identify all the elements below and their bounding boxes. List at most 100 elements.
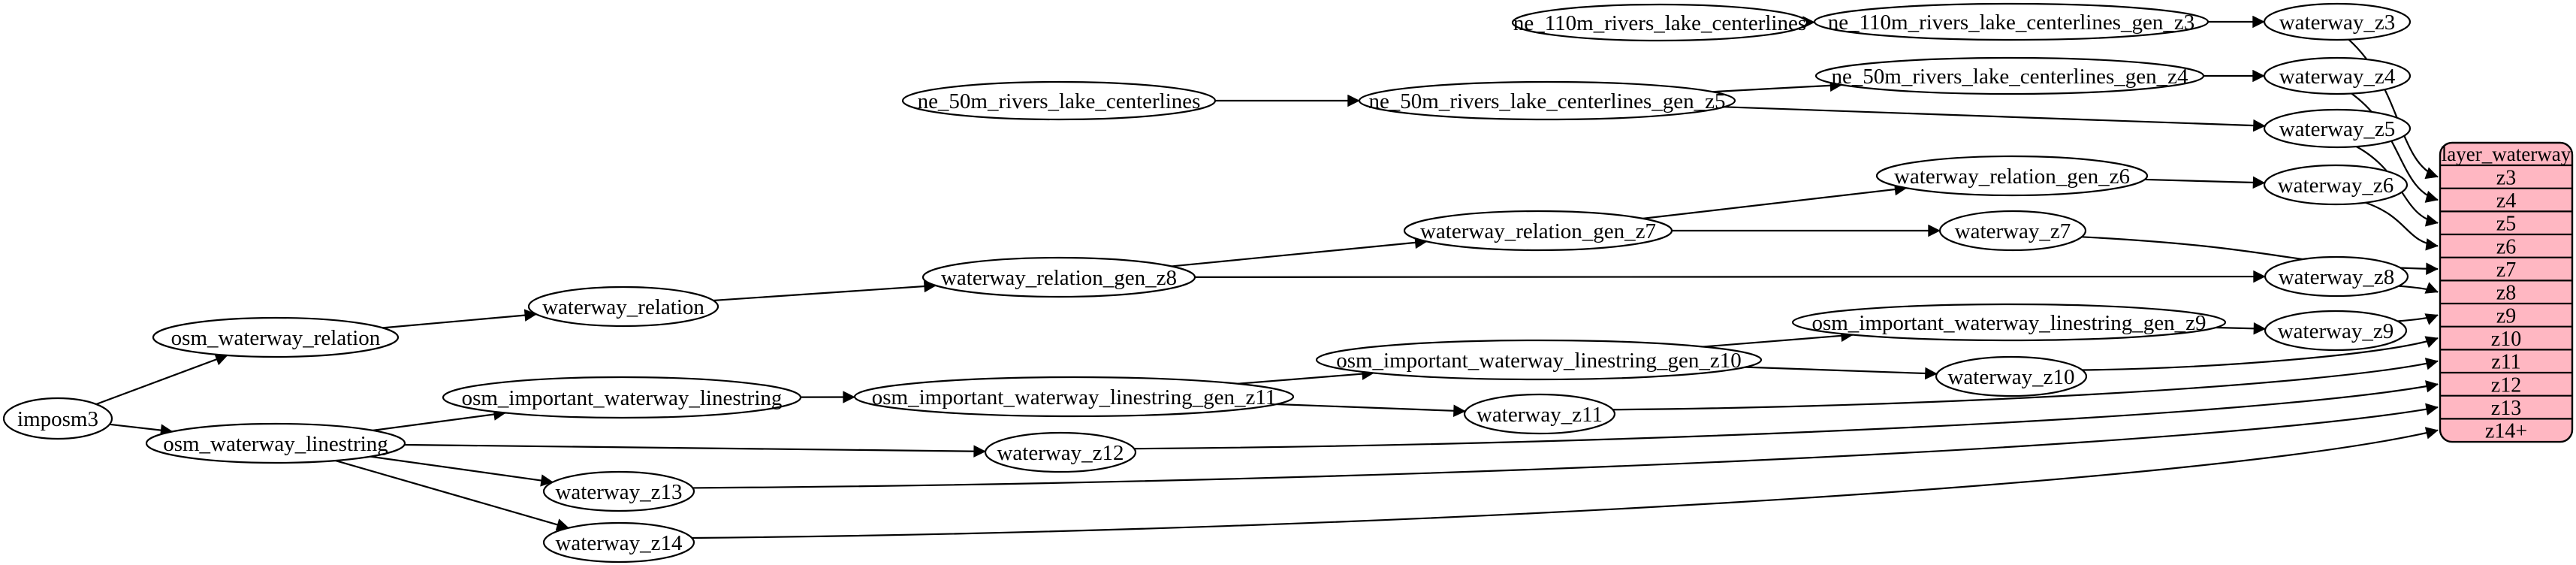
table-title: layer_waterway bbox=[2442, 143, 2571, 165]
table-row-z12: z12 bbox=[2491, 373, 2521, 397]
edge-osm_important_waterway_linestring_gen_z11-to-osm_important_waterway_linestring_gen_z10 bbox=[1238, 367, 1374, 385]
layer-waterway-table bbox=[2439, 141, 2574, 443]
edge-waterway_z11-to-row-z11 bbox=[1612, 358, 2439, 411]
edge-waterway_relation_gen_z6-to-waterway_z6 bbox=[2144, 176, 2266, 189]
edge-waterway_z4-to-row-z4 bbox=[2351, 92, 2439, 203]
table-layer: layer_waterwayz3z4z5z6z7z8z9z10z11z12z13… bbox=[2439, 141, 2574, 443]
waterway_relation_gen_z7-ellipse bbox=[1403, 210, 1673, 252]
table-row-z5: z5 bbox=[2496, 213, 2516, 236]
osm_important_waterway_linestring-ellipse bbox=[442, 376, 802, 419]
node-waterway_z11: waterway_z11 bbox=[1463, 393, 1616, 435]
nodes-layer: imposm3 osm_waterway_relation osm_waterway… bbox=[2, 2, 2412, 563]
node-waterway_z10: waterway_z10 bbox=[1935, 355, 2088, 397]
node-osm_important_waterway_linestring: osm_important_waterway_linestring bbox=[442, 376, 802, 419]
node-label-waterway_z8: waterway_z8 bbox=[2279, 265, 2395, 289]
waterway_z8-ellipse bbox=[2264, 255, 2409, 298]
osm_important_waterway_linestring_gen_z9-ellipse bbox=[1791, 303, 2227, 342]
table-row-z3: z3 bbox=[2496, 166, 2516, 189]
edge-waterway_z8-to-row-z8 bbox=[2398, 282, 2439, 294]
edge-waterway_z6-to-row-z6 bbox=[2365, 201, 2439, 251]
edge-waterway_relation_gen_z8-to-waterway_relation_gen_z7 bbox=[1171, 236, 1428, 267]
node-osm_important_waterway_linestring_gen_z9: osm_important_waterway_linestring_gen_z9 bbox=[1791, 303, 2227, 342]
node-label-waterway_z7: waterway_z7 bbox=[1955, 219, 2071, 243]
node-label-waterway_z12: waterway_z12 bbox=[997, 441, 1124, 465]
node-label-waterway_z4: waterway_z4 bbox=[2279, 65, 2396, 89]
osm_waterway_linestring-ellipse bbox=[145, 422, 406, 464]
edge-ne_50m_rivers_lake_centerlines_gen_z5-to-waterway_z5 bbox=[1724, 106, 2266, 132]
node-label-waterway_relation_gen_z8: waterway_relation_gen_z8 bbox=[941, 266, 1177, 290]
table-row-z14+: z14+ bbox=[2485, 420, 2527, 443]
waterway_relation_gen_z6-ellipse bbox=[1875, 155, 2149, 197]
table-row-z4: z4 bbox=[2496, 189, 2516, 213]
osm_important_waterway_linestring_gen_z10-ellipse bbox=[1315, 339, 1763, 381]
node-waterway_relation_gen_z8: waterway_relation_gen_z8 bbox=[922, 256, 1196, 298]
osm_waterway_relation-ellipse bbox=[152, 316, 400, 358]
node-waterway_relation_gen_z7: waterway_relation_gen_z7 bbox=[1403, 210, 1673, 252]
imposm3-ellipse bbox=[2, 397, 113, 440]
table-row-z11: z11 bbox=[2491, 351, 2520, 374]
node-waterway_z8: waterway_z8 bbox=[2264, 255, 2409, 298]
node-imposm3: imposm3 bbox=[2, 397, 113, 440]
waterway_z10-ellipse bbox=[1935, 355, 2088, 397]
edge-waterway_relation_gen_z7-to-waterway_relation_gen_z6 bbox=[1642, 183, 1908, 219]
edge-osm_waterway_linestring-to-waterway_z12 bbox=[404, 443, 986, 458]
table-row-z9: z9 bbox=[2496, 304, 2516, 328]
table-row-z6: z6 bbox=[2496, 235, 2516, 258]
node-label-osm_waterway_linestring: osm_waterway_linestring bbox=[163, 432, 388, 456]
node-ne_50m_rivers_lake_centerlines_gen_z4: ne_50m_rivers_lake_centerlines_gen_z4 bbox=[1814, 56, 2205, 95]
node-label-osm_waterway_relation: osm_waterway_relation bbox=[171, 326, 381, 350]
node-label-waterway_z11: waterway_z11 bbox=[1477, 403, 1603, 427]
node-label-waterway_z5: waterway_z5 bbox=[2279, 117, 2396, 141]
node-label-waterway_relation_gen_z6: waterway_relation_gen_z6 bbox=[1894, 165, 2130, 189]
waterway_z6-ellipse bbox=[2263, 164, 2409, 206]
node-label-osm_important_waterway_linestring_gen_z9: osm_important_waterway_linestring_gen_z9 bbox=[1811, 311, 2206, 335]
node-waterway_z9: waterway_z9 bbox=[2264, 310, 2408, 352]
node-label-osm_important_waterway_linestring_gen_z11: osm_important_waterway_linestring_gen_z1… bbox=[872, 385, 1277, 409]
edge-osm_important_waterway_linestring_gen_z11-to-waterway_z11 bbox=[1276, 403, 1466, 417]
node-waterway_z3: waterway_z3 bbox=[2263, 2, 2412, 41]
node-label-osm_important_waterway_linestring_gen_z10: osm_important_waterway_linestring_gen_z1… bbox=[1336, 349, 1742, 373]
node-label-waterway_z14: waterway_z14 bbox=[555, 531, 683, 555]
edge-osm_waterway_linestring-to-waterway_z14 bbox=[335, 459, 569, 531]
node-osm_waterway_linestring: osm_waterway_linestring bbox=[145, 422, 406, 464]
table-row-z13: z13 bbox=[2491, 397, 2521, 420]
node-waterway_z12: waterway_z12 bbox=[984, 431, 1137, 473]
node-waterway_relation: waterway_relation bbox=[527, 286, 719, 328]
node-ne_110m_rivers_lake_centerlines: ne_110m_rivers_lake_centerlines bbox=[1511, 3, 1808, 42]
osm_important_waterway_linestring_gen_z11-ellipse bbox=[853, 376, 1295, 418]
waterway_z12-ellipse bbox=[984, 431, 1137, 473]
table-row-z8: z8 bbox=[2496, 282, 2516, 305]
edges-layer bbox=[95, 15, 2439, 539]
node-label-waterway_relation_gen_z7: waterway_relation_gen_z7 bbox=[1420, 219, 1656, 243]
edge-waterway_relation-to-waterway_relation_gen_z8 bbox=[713, 279, 937, 302]
edge-ne_50m_rivers_lake_centerlines_gen_z5-to-ne_50m_rivers_lake_centerlines_gen_z4 bbox=[1712, 79, 1843, 93]
node-waterway_z7: waterway_z7 bbox=[1938, 210, 2087, 252]
node-label-waterway_z3: waterway_z3 bbox=[2279, 11, 2396, 35]
node-osm_waterway_relation: osm_waterway_relation bbox=[152, 316, 400, 358]
edge-imposm3-to-osm_waterway_linestring bbox=[109, 423, 173, 437]
waterway_z4-ellipse bbox=[2263, 56, 2412, 95]
node-label-waterway_z6: waterway_z6 bbox=[2278, 174, 2394, 198]
edge-osm_important_waterway_linestring_gen_z10-to-waterway_z10 bbox=[1745, 366, 1938, 380]
waterway_relation-ellipse bbox=[527, 286, 719, 328]
waterway_z7-ellipse bbox=[1938, 210, 2087, 252]
node-ne_50m_rivers_lake_centerlines_gen_z5: ne_50m_rivers_lake_centerlines_gen_z5 bbox=[1358, 80, 1736, 121]
node-waterway_z13: waterway_z13 bbox=[542, 470, 695, 512]
node-label-waterway_z9: waterway_z9 bbox=[2278, 319, 2394, 343]
waterway_z3-ellipse bbox=[2263, 2, 2412, 41]
table-row-z10: z10 bbox=[2491, 328, 2521, 351]
node-osm_important_waterway_linestring_gen_z11: osm_important_waterway_linestring_gen_z1… bbox=[853, 376, 1295, 418]
node-label-waterway_z13: waterway_z13 bbox=[555, 480, 682, 504]
node-waterway_z5: waterway_z5 bbox=[2263, 108, 2412, 149]
edge-waterway_z9-to-row-z9 bbox=[2397, 313, 2439, 325]
node-label-waterway_relation: waterway_relation bbox=[542, 295, 704, 319]
edge-imposm3-to-osm_waterway_relation bbox=[95, 353, 228, 406]
waterway_z5-ellipse bbox=[2263, 108, 2412, 149]
ne_110m_rivers_lake_centerlines_gen_z3-ellipse bbox=[1813, 2, 2210, 41]
waterway_z11-ellipse bbox=[1463, 393, 1616, 435]
ne_50m_rivers_lake_centerlines_gen_z4-ellipse bbox=[1814, 56, 2205, 95]
edge-waterway_z13-to-row-z13 bbox=[692, 403, 2439, 489]
waterway_z9-ellipse bbox=[2264, 310, 2408, 352]
ne_50m_rivers_lake_centerlines-ellipse bbox=[901, 80, 1217, 121]
waterway_z14-ellipse bbox=[542, 521, 695, 563]
